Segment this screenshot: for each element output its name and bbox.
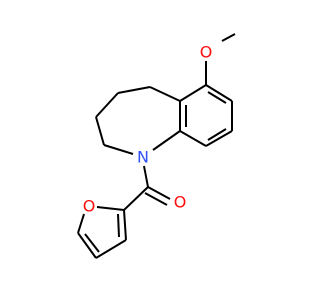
bond-n-carbonyl	[143, 165, 149, 188]
bond-carbonyl-o-2	[144, 192, 168, 206]
ring-nitrogen-label: N	[137, 148, 149, 167]
bond-furan-o-c5	[77, 213, 85, 234]
carbonyl-oxygen-label: O	[174, 193, 187, 212]
bond-benzene-cd	[205, 130, 233, 147]
molecule-drawing: O N O O	[77, 33, 236, 259]
bond-ch2-ch2-b	[95, 92, 119, 118]
bond-methyl-o	[221, 33, 236, 42]
bond-furan-c4-c3	[95, 239, 127, 259]
bond-carbonyl-o-1	[147, 186, 171, 200]
furan-oxygen-label: O	[83, 197, 96, 216]
bond-carbonyl-furan	[123, 186, 149, 211]
bond-furan-c5-c4-inner	[84, 233, 100, 253]
bond-aryl-ch2	[149, 86, 181, 102]
bond-furan-c3-c2-inner	[117, 213, 120, 238]
bond-benzene-ab	[205, 84, 233, 102]
bond-ch2-ch2-c	[95, 116, 105, 146]
ether-oxygen-label: O	[200, 43, 213, 62]
bond-benzene-fa	[179, 84, 207, 102]
bond-benzene-de	[179, 130, 207, 147]
bond-ch2-ch2-a	[117, 86, 151, 94]
bond-furan-c2-o	[96, 206, 125, 211]
bond-furan-c3-c2	[123, 209, 127, 241]
bond-n-aryl	[152, 130, 181, 151]
structure-canvas: O N O O	[77, 33, 236, 259]
bond-furan-c5-c4	[77, 232, 97, 259]
bond-benzene-cd-inner	[207, 128, 227, 141]
bond-benzene-ab-inner	[207, 91, 227, 104]
bond-ch2-n	[103, 144, 134, 155]
